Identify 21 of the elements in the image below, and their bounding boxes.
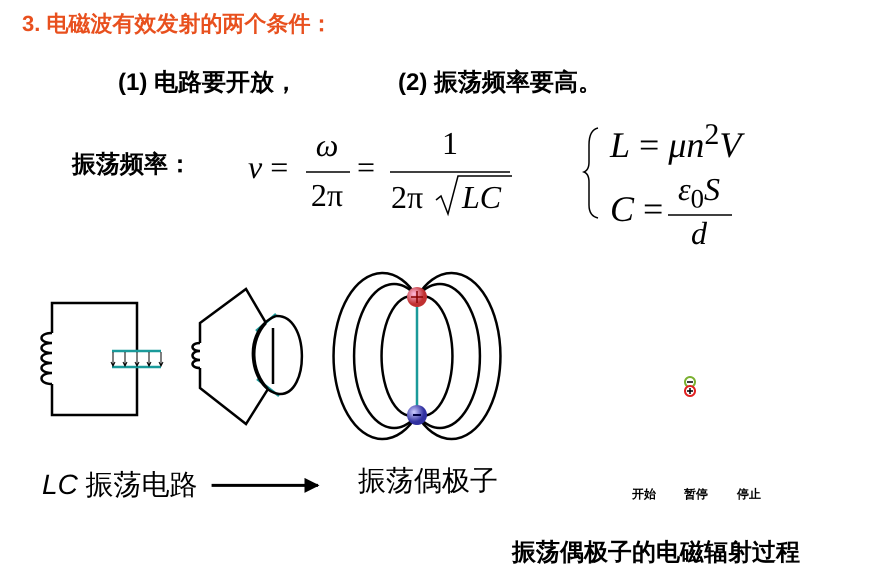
heading: 3. 电磁波有效发射的两个条件： xyxy=(22,12,332,36)
formula-text: ν = xyxy=(248,150,288,186)
formula-text: = xyxy=(357,150,376,186)
condition-text: (2) 振荡频率要高。 xyxy=(398,70,602,96)
formula-text: d xyxy=(691,216,707,252)
start-button: 开始 xyxy=(632,486,656,503)
stop-button: 停止 xyxy=(737,486,761,503)
formula-text: C = xyxy=(610,190,664,230)
formula-text: 1 xyxy=(442,126,458,162)
arrow xyxy=(212,478,320,493)
formula-label: 振荡频率： xyxy=(72,152,192,178)
formula-text: LC xyxy=(462,180,502,216)
caption: 振荡偶极子的电磁辐射过程 xyxy=(512,540,800,566)
condition-text: (1) 电路要开放， xyxy=(118,70,298,96)
formula-text: 2π xyxy=(391,180,424,216)
diagram-label: LC 振荡电路 xyxy=(42,470,198,501)
formula-text: ε$_{0}$S xyxy=(678,172,720,214)
diagram-label: 振荡偶极子 xyxy=(358,466,498,497)
formula-text: 2π xyxy=(310,178,344,214)
formula-text: ω xyxy=(316,128,338,164)
pause-button: 暂停 xyxy=(684,486,708,503)
